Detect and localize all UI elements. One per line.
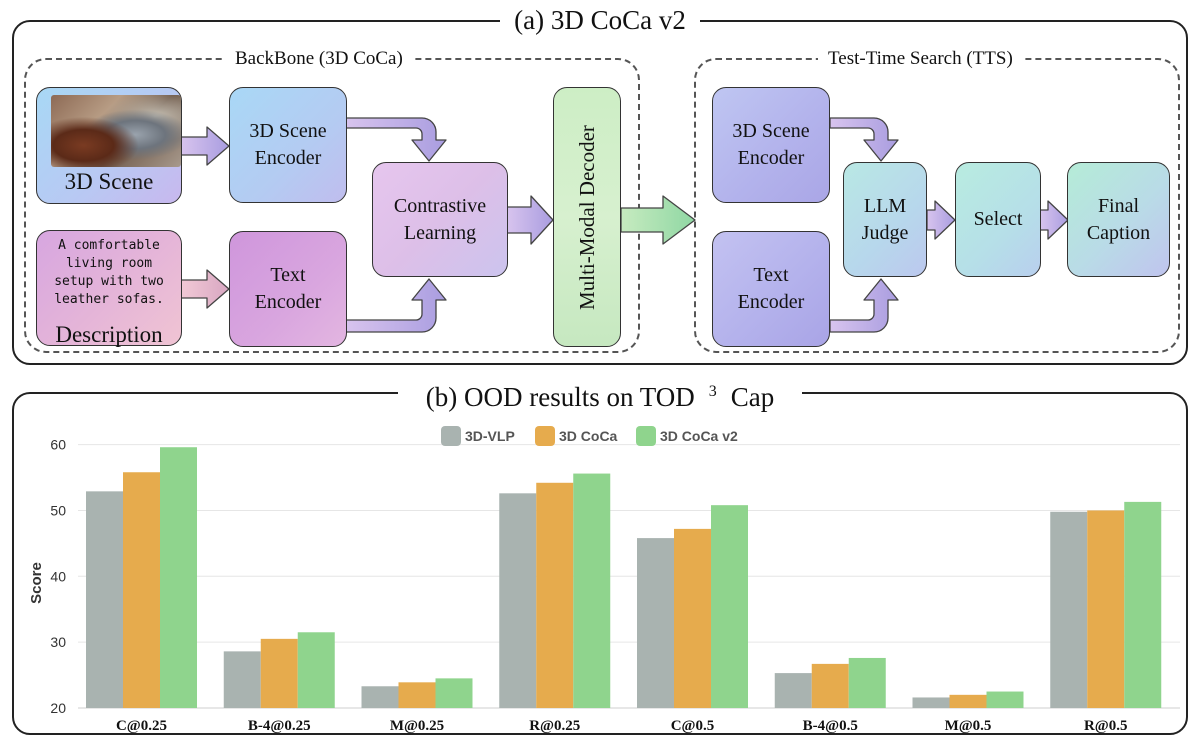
arrow-judge-to-select — [926, 200, 956, 240]
bar-3d-coca — [949, 694, 987, 708]
x-tick-label: B-4@0.5 — [803, 718, 858, 734]
contrastive-learning-node: Contrastive Learning — [372, 162, 508, 277]
llm-judge-node: LLM Judge — [843, 162, 927, 277]
bar-3d-coca — [398, 682, 436, 708]
x-tick-label: R@0.25 — [529, 718, 580, 734]
bar-3d-vlp — [774, 673, 812, 708]
arrow-scene-encoder-to-contrastive — [345, 117, 447, 162]
backbone-label: BackBone (3D CoCa) — [225, 48, 413, 70]
y-tick-label: 30 — [50, 634, 66, 650]
tts-scene-encoder-node: 3D Scene Encoder — [712, 87, 830, 203]
final-caption-node: Final Caption — [1067, 162, 1170, 277]
multimodal-decoder-node: Multi-Modal Decoder — [553, 87, 621, 347]
bar-3d-coca — [811, 663, 849, 708]
description-text: A comfortable living room setup with two… — [54, 238, 164, 307]
arrow-description-to-text-encoder — [180, 269, 230, 309]
panel-a-title: (a) 3D CoCa v2 — [0, 4, 1200, 36]
arrow-tts-scene-to-judge — [829, 117, 899, 162]
x-tick-label: C@0.25 — [116, 718, 167, 734]
bar-3d-vlp — [637, 538, 674, 708]
bar-3d-coca-v2 — [848, 657, 886, 708]
x-tick-label: R@0.5 — [1084, 718, 1128, 734]
bar-3d-coca — [1087, 510, 1125, 708]
arrow-text-encoder-to-contrastive — [345, 278, 447, 333]
legend-swatch — [441, 426, 461, 446]
tts-label: Test-Time Search (TTS) — [818, 48, 1023, 70]
arrow-scene-to-encoder — [180, 126, 230, 166]
y-tick-label: 20 — [50, 700, 66, 716]
legend-swatch — [636, 426, 656, 446]
bar-3d-coca-v2 — [711, 505, 748, 708]
bar-3d-vlp — [912, 697, 950, 708]
select-node: Select — [955, 162, 1041, 277]
scene-image — [51, 95, 181, 167]
legend-swatch — [535, 426, 555, 446]
tts-text-encoder-node: Text Encoder — [712, 231, 830, 347]
bar-3d-vlp — [361, 686, 399, 708]
legend-label: 3D CoCa v2 — [660, 428, 738, 444]
arrow-contrastive-to-decoder — [506, 195, 554, 245]
bar-3d-coca-v2 — [160, 447, 197, 708]
y-tick-label: 50 — [50, 502, 66, 518]
y-tick-label: 60 — [50, 437, 66, 453]
bar-3d-coca-v2 — [297, 632, 335, 708]
legend-label: 3D CoCa — [559, 428, 618, 444]
x-tick-label: M@0.5 — [945, 718, 992, 734]
bar-3d-vlp — [499, 493, 537, 708]
description-input-node: A comfortable living room setup with two… — [36, 230, 182, 347]
bar-3d-coca — [674, 528, 711, 708]
scene-label: 3D Scene — [64, 169, 154, 194]
bar-3d-coca — [260, 638, 298, 708]
y-tick-label: 40 — [50, 568, 66, 584]
bar-3d-vlp — [223, 651, 261, 708]
description-label: Description — [55, 322, 163, 347]
scene-encoder-node: 3D Scene Encoder — [229, 87, 347, 203]
arrow-tts-text-to-judge — [829, 278, 899, 333]
y-axis-label: Score — [28, 562, 45, 604]
x-tick-label: B-4@0.25 — [248, 718, 311, 734]
bar-3d-vlp — [1050, 511, 1088, 708]
bar-3d-coca-v2 — [573, 473, 611, 708]
bar-3d-coca-v2 — [435, 678, 473, 708]
bar-3d-coca-v2 — [1124, 501, 1162, 708]
x-tick-label: M@0.25 — [390, 718, 444, 734]
text-encoder-node: Text Encoder — [229, 231, 347, 347]
bar-3d-coca — [536, 482, 574, 708]
bar-3d-coca — [123, 472, 160, 708]
bar-3d-vlp — [86, 491, 123, 708]
bar-3d-coca-v2 — [986, 691, 1024, 708]
arrow-select-to-final — [1039, 200, 1069, 240]
legend-label: 3D-VLP — [465, 428, 515, 444]
arrow-decoder-to-tts — [620, 195, 696, 245]
x-tick-label: C@0.5 — [671, 718, 715, 734]
